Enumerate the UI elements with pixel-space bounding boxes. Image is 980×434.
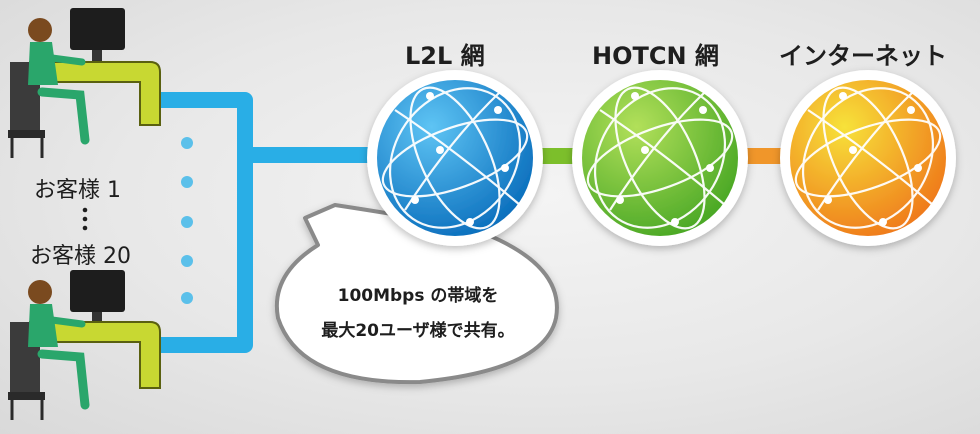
customer-ellipsis-dots — [181, 137, 193, 304]
internet-label: インターネット — [779, 42, 947, 70]
customer-workstation-icon — [8, 8, 161, 158]
l2l-network-label: L2L 網 — [405, 42, 485, 70]
hotcn-network-globe — [572, 70, 748, 246]
internet-globe — [780, 70, 956, 246]
bubble-line-1: 100Mbps の帯域を — [337, 286, 499, 306]
customer-workstation-icon — [8, 270, 161, 420]
l2l-network-globe — [367, 70, 543, 246]
hotcn-network-label: HOTCN 網 — [592, 42, 719, 70]
customer-last-label: お客様 20 — [30, 244, 131, 269]
customer-connector — [150, 92, 375, 353]
hotcn-internet-link — [735, 148, 795, 164]
bubble-line-2: 最大20ユーザ様で共有。 — [321, 321, 515, 341]
vertical-ellipsis — [82, 207, 88, 231]
l2l-hotcn-link — [530, 148, 585, 164]
customer-first-label: お客様 1 — [34, 178, 121, 203]
